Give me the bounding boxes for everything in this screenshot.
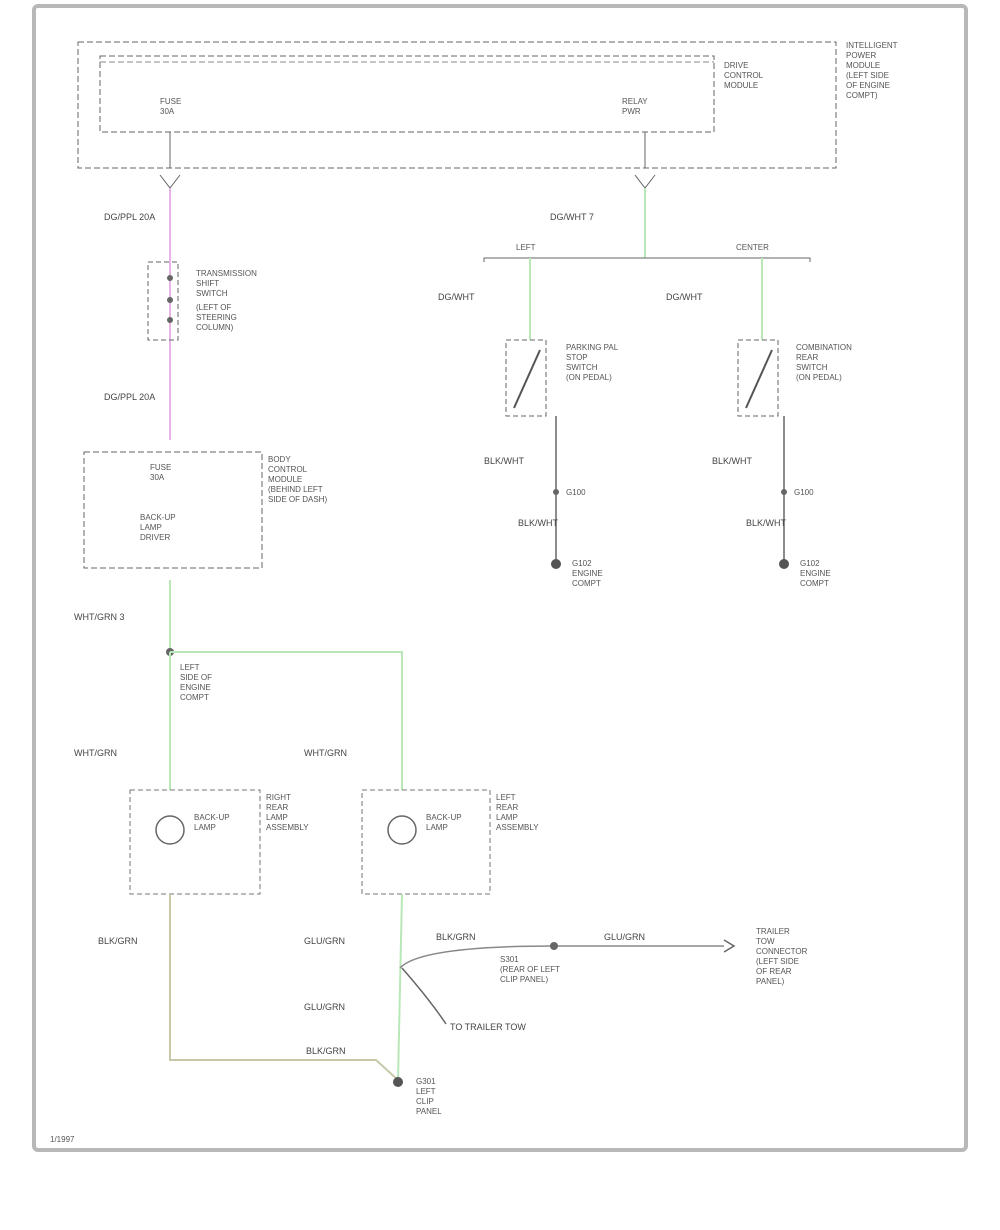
wire-left-lamp-down bbox=[397, 893, 403, 1081]
g2-label: G100 bbox=[794, 488, 814, 497]
right-lamp-label: BACK-UP LAMP bbox=[194, 813, 232, 832]
blk1-label: BLK/WHT bbox=[484, 456, 525, 466]
trans-switch-label: TRANSMISSION SHIFT SWITCH (LEFT OF STEER… bbox=[196, 269, 259, 332]
left-lamp-box bbox=[361, 789, 491, 895]
footer-label: 1/1997 bbox=[50, 1135, 75, 1144]
splice-box-label: S301 (REAR OF LEFT CLIP PANEL) bbox=[500, 955, 562, 984]
blk1b-label: BLK/WHT bbox=[518, 518, 559, 528]
trailer-label: TRAILER TOW CONNECTOR (LEFT SIDE OF REAR… bbox=[756, 927, 810, 986]
drive-module-label: DRIVE CONTROL MODULE bbox=[724, 61, 765, 90]
left-lamp-note: LEFT REAR LAMP ASSEMBLY bbox=[496, 793, 539, 832]
ground1-dot bbox=[551, 559, 561, 569]
connector-right-icon bbox=[634, 174, 656, 189]
ground1-label: G102 ENGINE COMPT bbox=[572, 559, 605, 588]
trailer-connector-icon bbox=[723, 939, 736, 953]
trans-switch-contact-mid bbox=[167, 297, 173, 303]
wire-bk2-label: BLK/GRN bbox=[306, 1046, 346, 1056]
wire-blk-grn-lower bbox=[169, 894, 399, 1081]
switch2-blade bbox=[745, 349, 773, 409]
pcm-label: INTELLIGENT POWER MODULE (LEFT SIDE OF E… bbox=[846, 41, 900, 100]
wire-green3-label: WHT/GRN bbox=[304, 748, 347, 758]
left-lamp-icon bbox=[387, 815, 417, 845]
wire-green1-label: WHT/GRN 3 bbox=[74, 612, 125, 622]
switch2-box bbox=[737, 339, 779, 417]
blk2-label: BLK/WHT bbox=[712, 456, 753, 466]
trans-switch-contact-bot bbox=[167, 317, 173, 323]
wire-gw-trailer-label: GLU/GRN bbox=[604, 932, 645, 942]
wire-pink2-label: DG/PPL 20A bbox=[104, 392, 155, 402]
fuse-left-label: FUSE 30A bbox=[160, 97, 184, 116]
wire-green-branch bbox=[170, 651, 403, 790]
g2-splice-dot bbox=[781, 489, 787, 495]
ground2-label: G102 ENGINE COMPT bbox=[800, 559, 833, 588]
connector-left-icon bbox=[159, 174, 181, 189]
diagram-frame bbox=[32, 4, 968, 1152]
wire-to-splice bbox=[399, 945, 555, 969]
wire-top-left-label: DG/PPL 20A bbox=[104, 212, 155, 222]
splice-right-label: CENTER bbox=[736, 243, 769, 252]
trans-switch-contact-top bbox=[167, 275, 173, 281]
splice-note-label: LEFT SIDE OF ENGINE COMPT bbox=[180, 663, 214, 702]
g1-splice-dot bbox=[553, 489, 559, 495]
pcm-box bbox=[77, 41, 837, 169]
splice-left-label: LEFT bbox=[516, 243, 536, 252]
blk2b-label: BLK/WHT bbox=[746, 518, 787, 528]
wire-top-right-label: DG/WHT 7 bbox=[550, 212, 594, 222]
wire-to-tow bbox=[401, 967, 447, 1025]
right-lamp-box bbox=[129, 789, 261, 895]
wire-gw-label: GLU/GRN bbox=[304, 936, 345, 946]
switch1-label: PARKING PAL STOP SWITCH (ON PEDAL) bbox=[566, 343, 620, 382]
drive-module-box bbox=[99, 55, 715, 133]
bcm-label: BODY CONTROL MODULE (BEHIND LEFT SIDE OF… bbox=[268, 455, 327, 504]
fuse-right-label: RELAY PWR bbox=[622, 97, 650, 116]
tow-note: TO TRAILER TOW bbox=[450, 1022, 526, 1032]
switch2-label: COMBINATION REAR SWITCH (ON PEDAL) bbox=[796, 343, 854, 382]
splice-dot bbox=[550, 942, 558, 950]
wire-sw2-label: DG/WHT bbox=[666, 292, 703, 302]
ground-lower-dot bbox=[393, 1077, 403, 1087]
bcm-driver-label: BACK-UP LAMP DRIVER bbox=[140, 513, 178, 542]
blk-lower-label: BLK/GRN bbox=[98, 936, 138, 946]
right-lamp-note: RIGHT REAR LAMP ASSEMBLY bbox=[266, 793, 309, 832]
bcm-fuse-label: FUSE 30A bbox=[150, 463, 174, 482]
wire-bk1-label: BLK/GRN bbox=[436, 932, 476, 942]
switch1-box bbox=[505, 339, 547, 417]
left-lamp-label: BACK-UP LAMP bbox=[426, 813, 464, 832]
bcm-box bbox=[83, 451, 263, 569]
wire-gw2-label: GLU/GRN bbox=[304, 1002, 345, 1012]
ground-lower-label: G301 LEFT CLIP PANEL bbox=[416, 1077, 442, 1116]
ground2-dot bbox=[779, 559, 789, 569]
right-lamp-icon bbox=[155, 815, 185, 845]
wire-sw1-label: DG/WHT bbox=[438, 292, 475, 302]
g1-label: G100 bbox=[566, 488, 586, 497]
splice-bar bbox=[483, 257, 811, 262]
switch1-blade bbox=[513, 349, 541, 409]
wire-green2-label: WHT/GRN bbox=[74, 748, 117, 758]
trans-switch-box bbox=[147, 261, 179, 341]
